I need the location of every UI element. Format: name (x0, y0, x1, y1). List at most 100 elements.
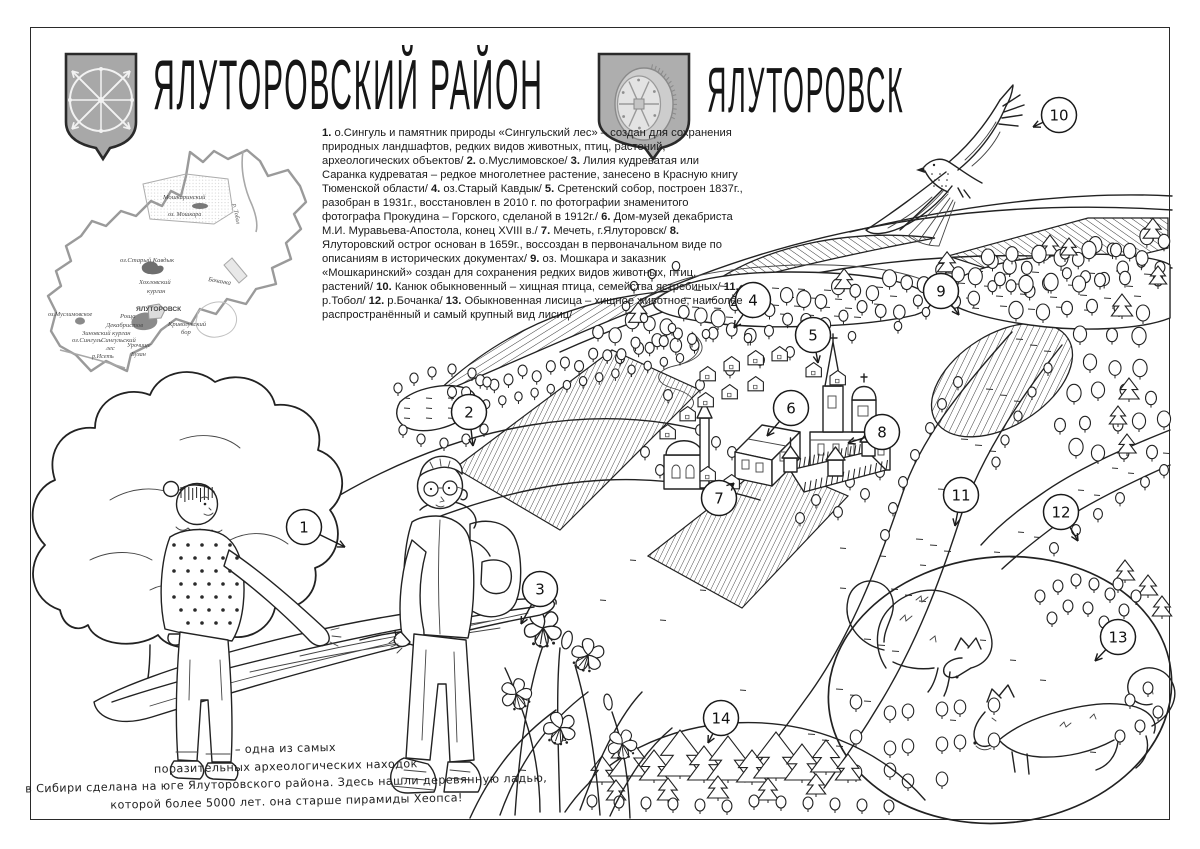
map-marker-5: 5 (794, 316, 832, 364)
lily-bloom (501, 678, 533, 711)
svg-text:5: 5 (808, 327, 818, 345)
lily-bloom (543, 711, 576, 746)
svg-text:10: 10 (1049, 107, 1068, 125)
map-marker-12: 12 (1042, 493, 1080, 542)
svg-text:р. Тобол: р. Тобол (231, 202, 242, 225)
svg-text:1: 1 (299, 519, 309, 537)
svg-text:Хохловский: Хохловский (138, 279, 171, 286)
svg-text:оз.Старый Кавдык: оз.Старый Кавдык (120, 257, 175, 264)
svg-text:Роща: Роща (119, 313, 136, 320)
map-marker-14: 14 (702, 699, 740, 744)
map-marker-10: 10 (1032, 96, 1078, 134)
hair-bun (162, 480, 180, 498)
svg-text:4: 4 (748, 292, 758, 310)
lily-bloom (571, 638, 605, 673)
district-inset-map: Мошкаринский оз. Мошкара р. Тобол оз.Старый… (46, 148, 308, 373)
iset-river-line (59, 349, 126, 369)
fox-enclosure (827, 555, 1176, 825)
river-bochanka-left-bank (980, 429, 1171, 546)
svg-text:2: 2 (464, 404, 474, 422)
svg-text:3: 3 (535, 581, 545, 599)
svg-text:6: 6 (786, 400, 796, 418)
svg-text:Декабристов: Декабристов (105, 322, 143, 329)
map-marker-3: 3 (520, 570, 559, 625)
village-houses (659, 345, 846, 490)
svg-text:14: 14 (711, 710, 730, 728)
forest-bands (393, 217, 1173, 619)
map-marker-6: 6 (766, 389, 810, 437)
glasses-left-lens (423, 481, 439, 497)
legend-item-number: 7. (540, 225, 551, 237)
district-crest wheel-with-arrows-crest-icon (64, 52, 138, 162)
svg-text:7: 7 (714, 490, 724, 508)
svg-text:9: 9 (936, 283, 946, 301)
district-title: ЯЛУТОРОВСКИЙ РАЙОН (153, 46, 544, 125)
hatched-field-right (930, 322, 1074, 438)
enclosure-trees (849, 573, 1164, 791)
map-marker-9: 9 (922, 272, 960, 316)
svg-text:оз.Муслимовское: оз.Муслимовское (48, 311, 93, 318)
svg-text:Криволукский: Криволукский (167, 321, 207, 328)
svg-text:курган: курган (147, 288, 166, 295)
district-map-labels: Мошкаринский оз. Мошкара р. Тобол оз.Старый… (48, 194, 242, 360)
map-marker-2: 2 (450, 393, 488, 447)
svg-text:Мошкаринский: Мошкаринский (162, 194, 206, 201)
svg-text:Урочище: Урочище (127, 342, 151, 349)
map-marker-13: 13 (1094, 618, 1137, 662)
city-area-shape (147, 303, 166, 320)
svg-text:11: 11 (951, 487, 970, 505)
svg-text:Сингульский: Сингульский (101, 337, 136, 344)
lake-moshkara-shape (192, 203, 208, 209)
fox-pouncing (846, 580, 993, 697)
legend-item-number: 11. (723, 281, 739, 293)
svg-text:лес: лес (105, 345, 115, 352)
town-yalutorovsk (659, 333, 891, 493)
river-tobol-left-bank (744, 331, 1013, 783)
legend-item-number: 9. (530, 253, 540, 265)
legend-item-number: 5. (544, 183, 555, 195)
city-title: ЯЛУТОРОВСК (707, 54, 905, 126)
lily-bloom (607, 729, 638, 760)
svg-text:Зиновский курган: Зиновский курган (82, 330, 131, 337)
legend-item-number: 10. (376, 281, 392, 293)
lily-bloom (523, 610, 562, 648)
map-marker-11: 11 (942, 476, 980, 527)
svg-text:8: 8 (877, 424, 887, 442)
svg-text:бор: бор (181, 329, 192, 336)
pointing-arm (223, 549, 330, 647)
svg-text:р.Исеть: р.Исеть (91, 353, 114, 360)
legend-item-number: 1. (322, 127, 332, 139)
map-marker-1: 1 (285, 508, 346, 548)
legend-item-number: 8. (669, 225, 680, 237)
map-marker-8: 8 (847, 413, 901, 451)
tobol-river-line (241, 150, 258, 233)
girl-figure (160, 480, 342, 781)
backpack (469, 520, 522, 618)
moshkarinsky-reserve-area (142, 173, 234, 225)
lily-flowers (469, 610, 673, 819)
lake-muslimovskoye-shape (75, 317, 85, 325)
city-crest millstone-crest-icon (597, 52, 691, 162)
legend-text: 1. о.Сингуль и памятник природы «Сингуль… (322, 127, 743, 321)
enclosure-outline (827, 555, 1173, 825)
legend-item-number: 13. (445, 295, 462, 307)
boy-figure (388, 455, 522, 794)
buzzard-bird (865, 84, 1025, 247)
lake-stary-kavdyk-shape (141, 261, 164, 275)
legend-item-number: 2. (466, 155, 476, 167)
svg-text:Бочанка: Бочанка (207, 276, 232, 287)
legend-item-number: 6. (601, 211, 611, 223)
bochanka-river-band (223, 257, 248, 284)
svg-text:оз. Мошкара: оз. Мошкара (168, 211, 201, 218)
map-marker-7: 7 (700, 479, 738, 517)
svg-text:12: 12 (1051, 504, 1070, 522)
plowed-field-1 (453, 349, 702, 531)
svg-text:Бузан: Бузан (130, 351, 146, 358)
svg-text:оз.Сингуль: оз.Сингуль (72, 337, 102, 344)
pine-grove (564, 721, 926, 815)
legend-item-number: 3. (570, 155, 580, 167)
legend-item-number: 4. (430, 183, 441, 195)
